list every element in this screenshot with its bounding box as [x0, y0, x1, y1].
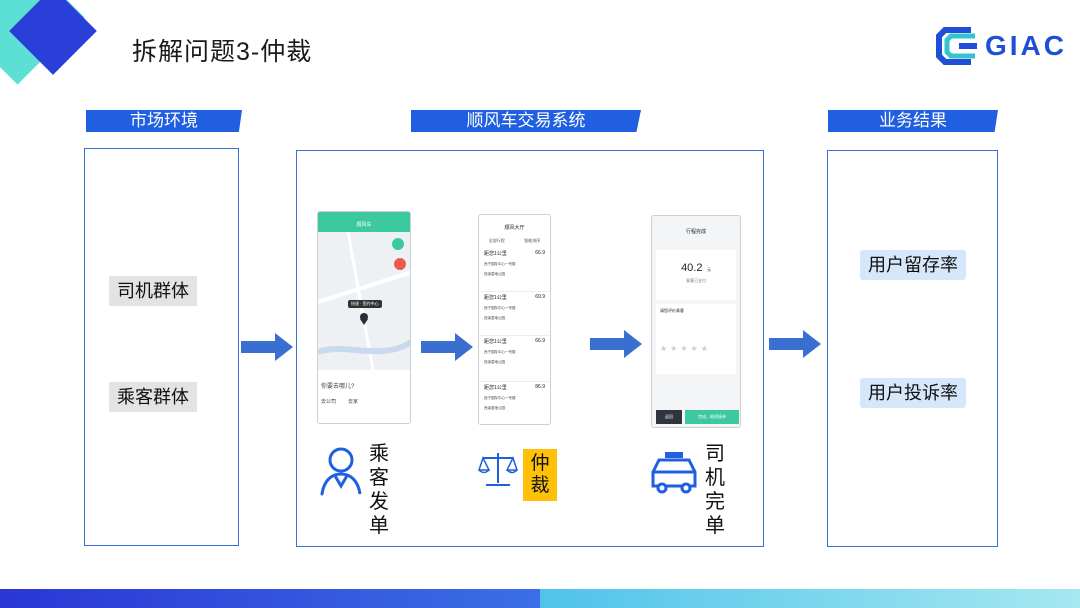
arrow-right-icon — [241, 333, 293, 361]
complaint-rate-label: 用户投诉率 — [860, 378, 966, 408]
result-panel — [827, 150, 998, 547]
map-view[interactable]: 快速 · 签约中心 — [318, 232, 410, 370]
order-from: 西子国际中心一号楼 — [484, 396, 516, 400]
trip-complete-title: 行程完成 — [685, 229, 706, 235]
driver-phone-screen: 行程完成 40.2 元 乘客已支付 请您评价乘客 ★★★★★ 返回 完成，继续接… — [651, 215, 741, 428]
order-to: 西溪湿地公园 — [484, 360, 505, 364]
fare-note: 乘客已支付 — [686, 278, 706, 283]
car-icon — [651, 452, 697, 494]
market-panel — [84, 148, 239, 546]
system-header: 顺风车交易系统 — [411, 110, 641, 132]
map-location-label: 快速 · 签约中心 — [348, 300, 382, 308]
order-card[interactable]: 距您1公里 86.9 西子国际中心一号楼 西溪湿地公园 — [479, 382, 550, 422]
order-price: 66.9 — [535, 338, 545, 344]
go-company-shortcut[interactable]: 去公司 — [321, 399, 337, 405]
driver-complete-label: 司机完单 — [705, 443, 725, 537]
continue-orders-button[interactable]: 完成，继续接单 — [685, 410, 739, 424]
fare-unit: 元 — [706, 267, 711, 272]
arrow-right-icon — [421, 333, 473, 361]
order-to: 西溪湿地公园 — [484, 406, 505, 410]
retention-rate-label: 用户留存率 — [860, 250, 966, 280]
order-price: 69.9 — [535, 294, 545, 300]
order-card[interactable]: 距您1公里 66.9 西子国际中心一号楼 西溪湿地公园 — [479, 248, 550, 292]
order-from: 西子国际中心一号楼 — [484, 306, 516, 310]
order-from: 西子国际中心一号楼 — [484, 350, 516, 354]
order-distance: 距您1公里 — [484, 251, 507, 257]
passenger-app-title: 顺风车 — [318, 212, 410, 232]
order-list: 距您1公里 66.9 西子国际中心一号楼 西溪湿地公园 距您1公里 69.9 西子国… — [479, 248, 550, 422]
driver-group-label: 司机群体 — [109, 276, 197, 306]
go-home-shortcut[interactable]: 去家 — [348, 399, 359, 405]
order-card[interactable]: 距您1公里 66.9 西子国际中心一号楼 西溪湿地公园 — [479, 336, 550, 382]
giac-logo-icon — [936, 27, 977, 65]
order-price: 86.9 — [535, 384, 545, 390]
rating-card: 请您评价乘客 ★★★★★ — [656, 304, 736, 374]
order-distance: 距您1公里 — [484, 385, 507, 391]
passenger-phone-screen: 顺风车 快速 · 签约中心 你要去哪儿? 去公司 去家 — [317, 211, 411, 424]
arrow-right-icon — [590, 330, 642, 358]
location-pin-icon — [360, 313, 368, 325]
order-distance: 距您1公里 — [484, 339, 507, 345]
destination-prompt[interactable]: 你要去哪儿? — [321, 384, 355, 390]
back-button[interactable]: 返回 — [656, 410, 682, 424]
order-to: 西溪湿地公园 — [484, 316, 505, 320]
market-header: 市场环境 — [86, 110, 242, 132]
arrow-right-icon — [769, 330, 821, 358]
filter-all-trips[interactable]: 全部行程 — [488, 238, 505, 243]
scales-of-justice-icon — [478, 453, 518, 486]
rate-passenger-label: 请您评价乘客 — [660, 308, 684, 313]
logo-text: GIAC — [985, 30, 1067, 61]
footer-bar-left — [0, 589, 540, 608]
filter-smart-sort[interactable]: 智能排序 — [524, 238, 541, 243]
order-hall-phone-screen: 顺风大厅 全部行程 智能排序 距您1公里 66.9 西子国际中心一号楼 西溪湿地公… — [478, 214, 551, 425]
order-distance: 距您1公里 — [484, 295, 507, 301]
footer-bar-right — [540, 589, 1080, 608]
arbitration-label: 仲裁 — [523, 449, 557, 501]
order-from: 西子国际中心一号楼 — [484, 262, 516, 266]
fare-amount: 40.2 — [681, 262, 703, 274]
slide-title: 拆解问题3-仲裁 — [132, 38, 313, 66]
passenger-order-label: 乘客发单 — [369, 443, 389, 537]
order-hall-title: 顺风大厅 — [504, 225, 525, 231]
order-price: 66.9 — [535, 250, 545, 256]
fare-card: 40.2 元 乘客已支付 — [656, 250, 736, 300]
result-header: 业务结果 — [828, 110, 998, 132]
order-to: 西溪湿地公园 — [484, 272, 505, 276]
passenger-group-label: 乘客群体 — [109, 382, 197, 412]
passenger-person-icon — [320, 447, 362, 496]
star-rating-icon[interactable]: ★★★★★ — [660, 344, 711, 353]
order-card[interactable]: 距您1公里 69.9 西子国际中心一号楼 西溪湿地公园 — [479, 292, 550, 336]
